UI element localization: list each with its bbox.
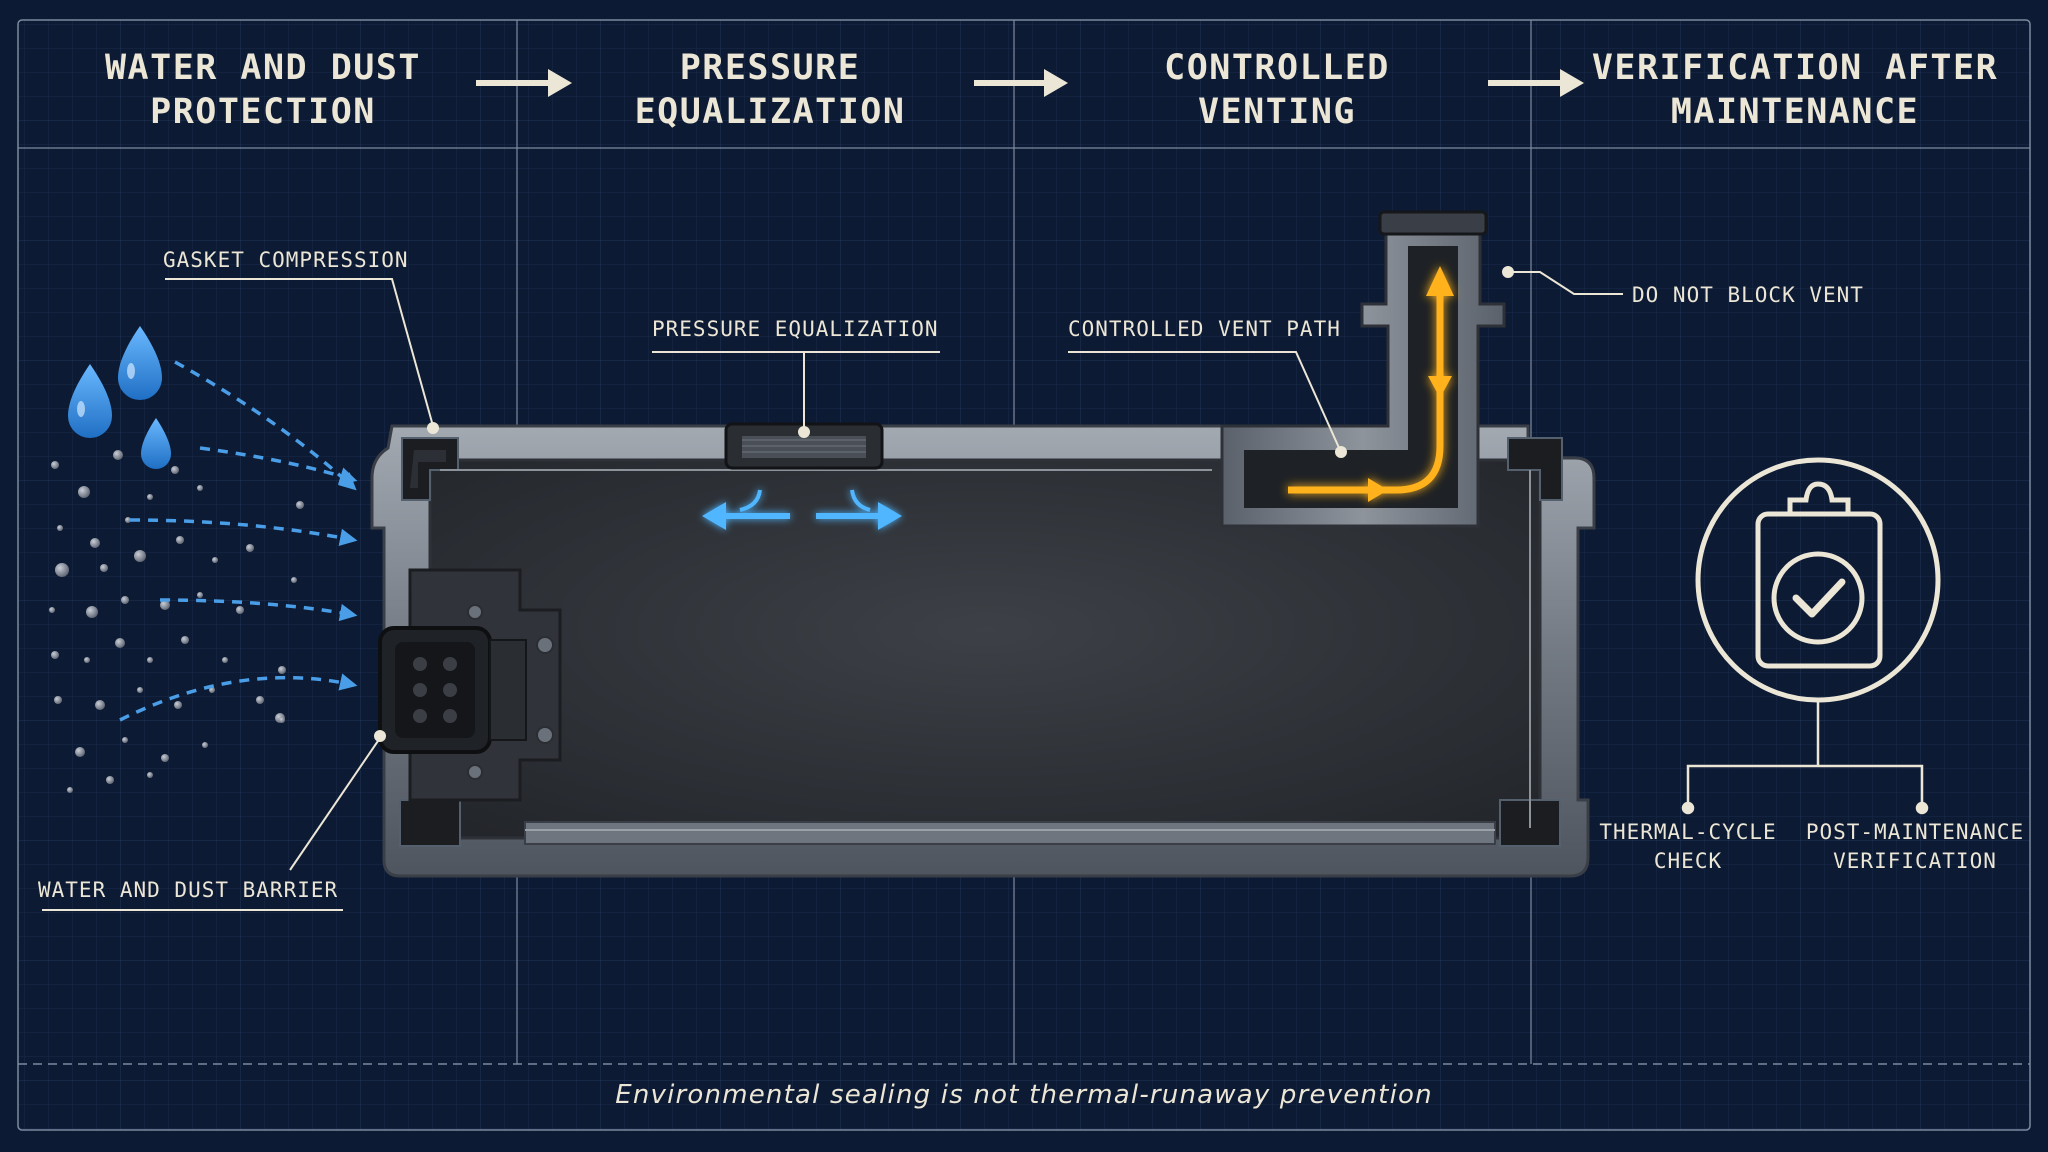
post-maintenance-line2: VERIFICATION — [1833, 849, 1997, 873]
ingress-spray-arrows — [119, 360, 358, 722]
header-step-3: CONTROLLED VENTING — [1052, 46, 1502, 134]
header-step-2-line1: PRESSURE — [679, 48, 861, 88]
air-flow-arrows — [702, 489, 902, 530]
enclosure-housing — [370, 424, 1596, 878]
controlled-vent-duct — [1220, 210, 1506, 528]
right-arrow-icon — [974, 69, 1068, 97]
callout-water-dust-barrier: WATER AND DUST BARRIER — [38, 878, 339, 902]
callout-thermal-cycle-check: THERMAL-CYCLE CHECK — [1588, 818, 1788, 876]
callout-leaders — [42, 266, 1623, 911]
header-step-1-line1: WATER AND DUST — [104, 48, 421, 88]
header-step-2: PRESSURE EQUALIZATION — [545, 46, 995, 134]
sealed-connector — [378, 568, 562, 802]
right-arrow-icon — [476, 69, 572, 97]
callout-post-maintenance-verification: POST-MAINTENANCE VERIFICATION — [1800, 818, 2030, 876]
callout-gasket-compression: GASKET COMPRESSION — [163, 248, 409, 272]
callout-do-not-block-vent: DO NOT BLOCK VENT — [1632, 283, 1864, 307]
header-step-3-line2: VENTING — [1197, 92, 1356, 132]
water-drop-icon — [141, 418, 171, 469]
post-maintenance-line1: POST-MAINTENANCE — [1805, 820, 2025, 844]
thermal-cycle-line1: THERMAL-CYCLE — [1599, 820, 1777, 844]
callout-pressure-equalization: PRESSURE EQUALIZATION — [652, 317, 939, 341]
verification-branch-lines — [1681, 700, 1929, 815]
thermal-cycle-line2: CHECK — [1653, 849, 1723, 873]
water-drop-icon — [68, 364, 112, 438]
header-step-2-line2: EQUALIZATION — [634, 92, 906, 132]
header-step-4: VERIFICATION AFTER MAINTENANCE — [1560, 46, 2030, 134]
water-drop-icon — [118, 326, 162, 400]
header-step-3-line1: CONTROLLED — [1164, 48, 1390, 88]
right-arrow-icon — [1488, 69, 1584, 97]
dust-particles — [49, 450, 304, 793]
vent-flow-arrows — [1288, 266, 1454, 502]
callout-controlled-vent-path: CONTROLLED VENT PATH — [1068, 317, 1341, 341]
header-step-1: WATER AND DUST PROTECTION — [38, 46, 488, 134]
header-step-4-line1: VERIFICATION AFTER — [1591, 48, 1999, 88]
footer-caption: Environmental sealing is not thermal-run… — [615, 1080, 1433, 1110]
header-step-1-line2: PROTECTION — [150, 92, 376, 132]
header-step-4-line2: MAINTENANCE — [1670, 92, 1920, 132]
